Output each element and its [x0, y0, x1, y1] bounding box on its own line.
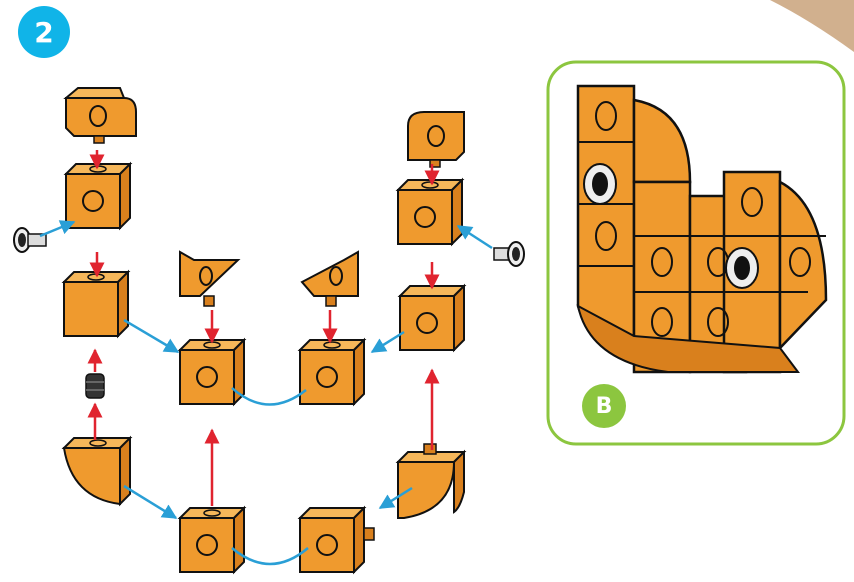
triangle-fin-right: [300, 250, 359, 307]
connect-arrows: [39, 220, 493, 566]
wedge-cap-right: [407, 111, 465, 168]
connect-arrow: [123, 484, 178, 520]
cube-1: [63, 161, 133, 231]
detail-label-badge: B: [582, 384, 626, 428]
cube-2: [395, 177, 465, 247]
cube-5: [177, 337, 247, 407]
eye-peg-right: [493, 241, 525, 267]
cube-3: [61, 269, 131, 339]
connect-arrow: [39, 220, 76, 238]
connect-arrow: [370, 330, 405, 354]
connect-arrow: [456, 224, 493, 250]
wedge-cap-left: [63, 87, 137, 144]
cardboard-corner: [770, 0, 854, 52]
axle-spacer: [85, 373, 105, 399]
cube-8: [297, 505, 375, 575]
quarter-round-right: [395, 443, 467, 519]
insert-arrows: [87, 150, 440, 506]
cube-4: [397, 283, 467, 353]
step-number-badge: 2: [18, 6, 70, 58]
eye-peg-left: [13, 227, 47, 253]
eye-detail-right: [725, 247, 759, 289]
cube-7: [177, 505, 247, 575]
eye-detail-left: [583, 163, 617, 205]
connector-curve: [231, 547, 309, 566]
quarter-round-left: [61, 435, 133, 507]
triangle-fin-left: [179, 250, 241, 307]
connector-curve: [231, 387, 307, 406]
cube-6: [297, 337, 367, 407]
detail-closeup: [576, 84, 828, 374]
connect-arrow: [378, 486, 413, 510]
connect-arrow: [123, 318, 180, 354]
